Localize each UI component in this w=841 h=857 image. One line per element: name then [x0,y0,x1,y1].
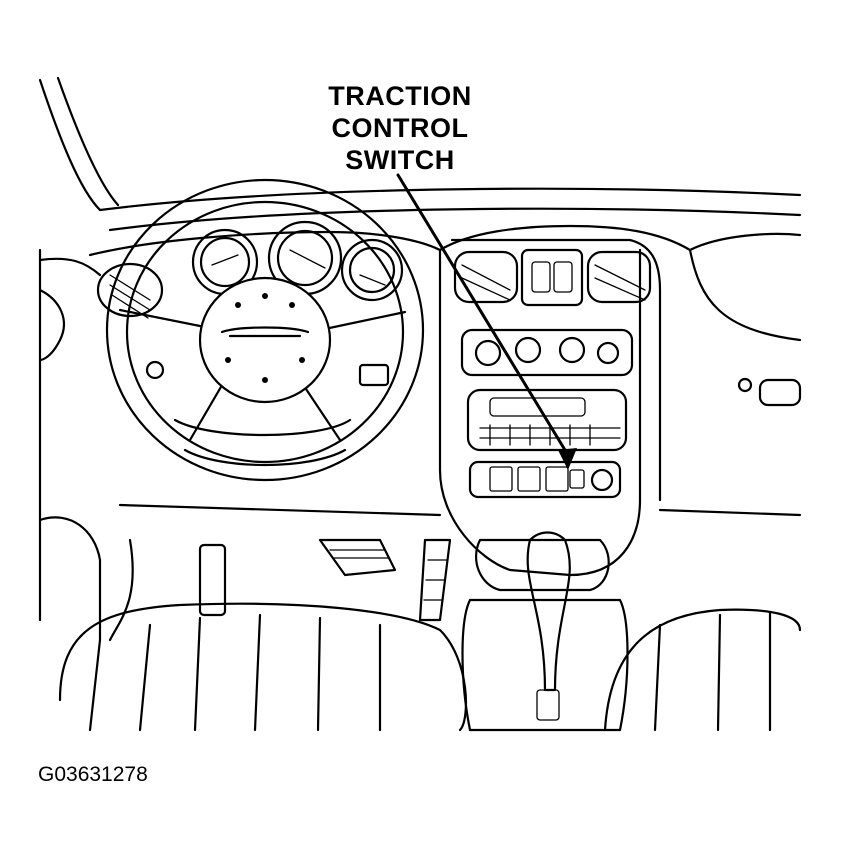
callout-leader [396,173,577,470]
traction-control-switch-label: TRACTION CONTROL SWITCH [300,80,500,176]
steering-hub [145,276,390,404]
dashboard-top [38,224,802,342]
windshield-frame [38,76,802,622]
lower-dash [108,377,802,642]
steering-wheel [105,178,425,482]
callout-line-3: SWITCH [345,145,455,175]
callout-line-2: CONTROL [331,113,469,143]
seats [58,598,802,732]
center-stack [438,238,662,721]
left-vent [38,262,164,642]
figure-id: G03631278 [38,763,148,786]
callout-line-1: TRACTION [328,81,472,111]
